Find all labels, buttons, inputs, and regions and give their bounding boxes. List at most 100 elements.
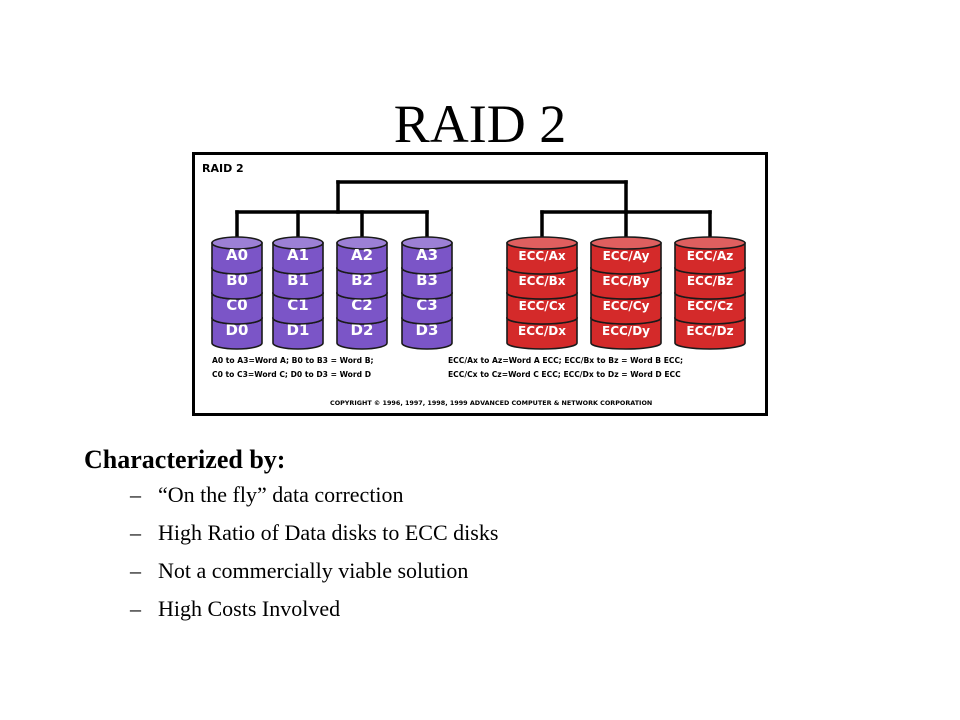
ecc-disk-stack: ECC/Dx ECC/Cx ECC/Bx ECC/Ax: [506, 236, 578, 350]
ecc-disk-body: [506, 267, 578, 300]
legend-ecc-line-1: ECC/Ax to Az=Word A ECC; ECC/Bx to Bz = …: [448, 356, 683, 365]
ecc-disk-body: [506, 242, 578, 275]
legend-data-line-1: A0 to A3=Word A; B0 to B3 = Word B;: [212, 356, 374, 365]
bullet-text: Not a commercially viable solution: [158, 558, 469, 583]
ecc-disk-top: [506, 236, 578, 250]
diagram-legend: A0 to A3=Word A; B0 to B3 = Word B; C0 t…: [212, 356, 683, 379]
data-disk-body: [272, 292, 324, 325]
ecc-disk-body: [506, 317, 578, 350]
data-disk-body: [336, 292, 388, 325]
bullet-marker: –: [130, 520, 141, 545]
data-disk: A0: [211, 236, 263, 275]
ecc-disk-body: [506, 292, 578, 325]
data-disk-body: [336, 242, 388, 275]
data-disk-body: [211, 317, 263, 350]
data-disk-top: [211, 236, 263, 250]
ecc-disk-label: ECC/Dx: [518, 324, 566, 338]
legend-data-line-2: C0 to C3=Word C; D0 to D3 = Word D: [212, 370, 371, 379]
disk-stacks: D0C0B0A0D1C1B1A1D2C2B2A2D3C3B3A3ECC/DxEC…: [211, 236, 746, 350]
data-disk-body: [211, 292, 263, 325]
connection-tree: [235, 180, 712, 239]
list-item: –Not a commercially viable solution: [130, 558, 498, 596]
ecc-disk-body: [590, 292, 662, 325]
data-disk-body: [272, 317, 324, 350]
data-disk: A1: [272, 236, 324, 275]
data-disk-label: C1: [287, 296, 308, 314]
data-disk-label: A2: [351, 246, 373, 264]
data-disk-body: [401, 317, 453, 350]
diagram-label: RAID 2: [202, 162, 244, 175]
data-disk: A2: [336, 236, 388, 275]
ecc-disk-label: ECC/Cx: [519, 299, 566, 313]
ecc-disk: ECC/Ax: [506, 236, 578, 275]
ecc-disk-stack: ECC/Dy ECC/Cy ECC/By ECC/Ay: [590, 236, 662, 350]
ecc-disk-label: ECC/Az: [687, 249, 733, 263]
data-disk-label: A3: [416, 246, 438, 264]
data-disk-label: C2: [351, 296, 372, 314]
data-disk-stack: D2 C2 B2 A2: [336, 236, 388, 350]
legend-ecc-line-2: ECC/Cx to Cz=Word C ECC; ECC/Dx to Dz = …: [448, 370, 681, 379]
data-disk-label: A0: [226, 246, 248, 264]
data-disk-label: B3: [416, 271, 438, 289]
data-disk-label: A1: [287, 246, 309, 264]
data-disk-label: B1: [287, 271, 309, 289]
ecc-disk-label: ECC/Cy: [603, 299, 650, 313]
ecc-disk-body: [590, 242, 662, 275]
ecc-disk-label: ECC/Cz: [687, 299, 733, 313]
data-disk-label: C3: [416, 296, 437, 314]
data-disk-body: [211, 267, 263, 300]
data-disk-body: [211, 242, 263, 275]
characteristics-heading: Characterized by:: [84, 445, 286, 474]
ecc-disk-label: ECC/Bx: [518, 274, 565, 288]
data-disk-stack: D1 C1 B1 A1: [272, 236, 324, 350]
data-disk-body: [336, 267, 388, 300]
bullet-marker: –: [130, 596, 141, 621]
ecc-disk: ECC/Ay: [590, 236, 662, 275]
data-disk-stack: D3 C3 B3 A3: [401, 236, 453, 350]
data-disk-top: [336, 236, 388, 250]
ecc-disk-label: ECC/Ay: [603, 249, 650, 263]
data-disk-top: [272, 236, 324, 250]
ecc-disk-label: ECC/By: [602, 274, 649, 288]
ecc-disk-top: [590, 236, 662, 250]
data-disk-label: B0: [226, 271, 248, 289]
bullet-marker: –: [130, 558, 141, 583]
data-disk-label: C0: [226, 296, 247, 314]
data-disk-label: B2: [351, 271, 373, 289]
ecc-disk-label: ECC/Ax: [518, 249, 565, 263]
data-disk-body: [401, 267, 453, 300]
data-disk-top: [401, 236, 453, 250]
data-disk-body: [401, 242, 453, 275]
ecc-disk: ECC/Az: [674, 236, 746, 275]
ecc-disk-body: [590, 267, 662, 300]
ecc-disk-body: [674, 267, 746, 300]
data-disk-body: [272, 267, 324, 300]
slide-title: RAID 2: [393, 94, 567, 154]
data-disk-body: [336, 317, 388, 350]
list-item: –High Costs Involved: [130, 596, 498, 634]
data-disk: A3: [401, 236, 453, 275]
data-disk-label: D1: [287, 321, 310, 339]
data-disk-label: D3: [416, 321, 439, 339]
copyright-note: COPYRIGHT © 1996, 1997, 1998, 1999 ADVAN…: [330, 399, 652, 407]
bullet-text: High Ratio of Data disks to ECC disks: [158, 520, 499, 545]
ecc-disk-stack: ECC/Dz ECC/Cz ECC/Bz ECC/Az: [674, 236, 746, 350]
ecc-disk-body: [674, 292, 746, 325]
characteristics-list: –“On the fly” data correction –High Rati…: [130, 482, 498, 634]
data-disk-body: [272, 242, 324, 275]
bullet-text: High Costs Involved: [158, 596, 341, 621]
ecc-disk-label: ECC/Bz: [687, 274, 733, 288]
bullet-text: “On the fly” data correction: [158, 482, 404, 507]
ecc-disk-top: [674, 236, 746, 250]
data-disk-label: D2: [351, 321, 374, 339]
ecc-disk-body: [674, 242, 746, 275]
raid2-diagram-svg: RAID 2 D0C0B0A0D1C1B1A1D2C2B2A2D3C3B3A3E…: [192, 152, 768, 416]
ecc-disk-label: ECC/Dz: [686, 324, 733, 338]
list-item: –High Ratio of Data disks to ECC disks: [130, 520, 498, 558]
ecc-disk-label: ECC/Dy: [602, 324, 650, 338]
ecc-disk-body: [674, 317, 746, 350]
list-item: –“On the fly” data correction: [130, 482, 498, 520]
bullet-marker: –: [130, 482, 141, 507]
